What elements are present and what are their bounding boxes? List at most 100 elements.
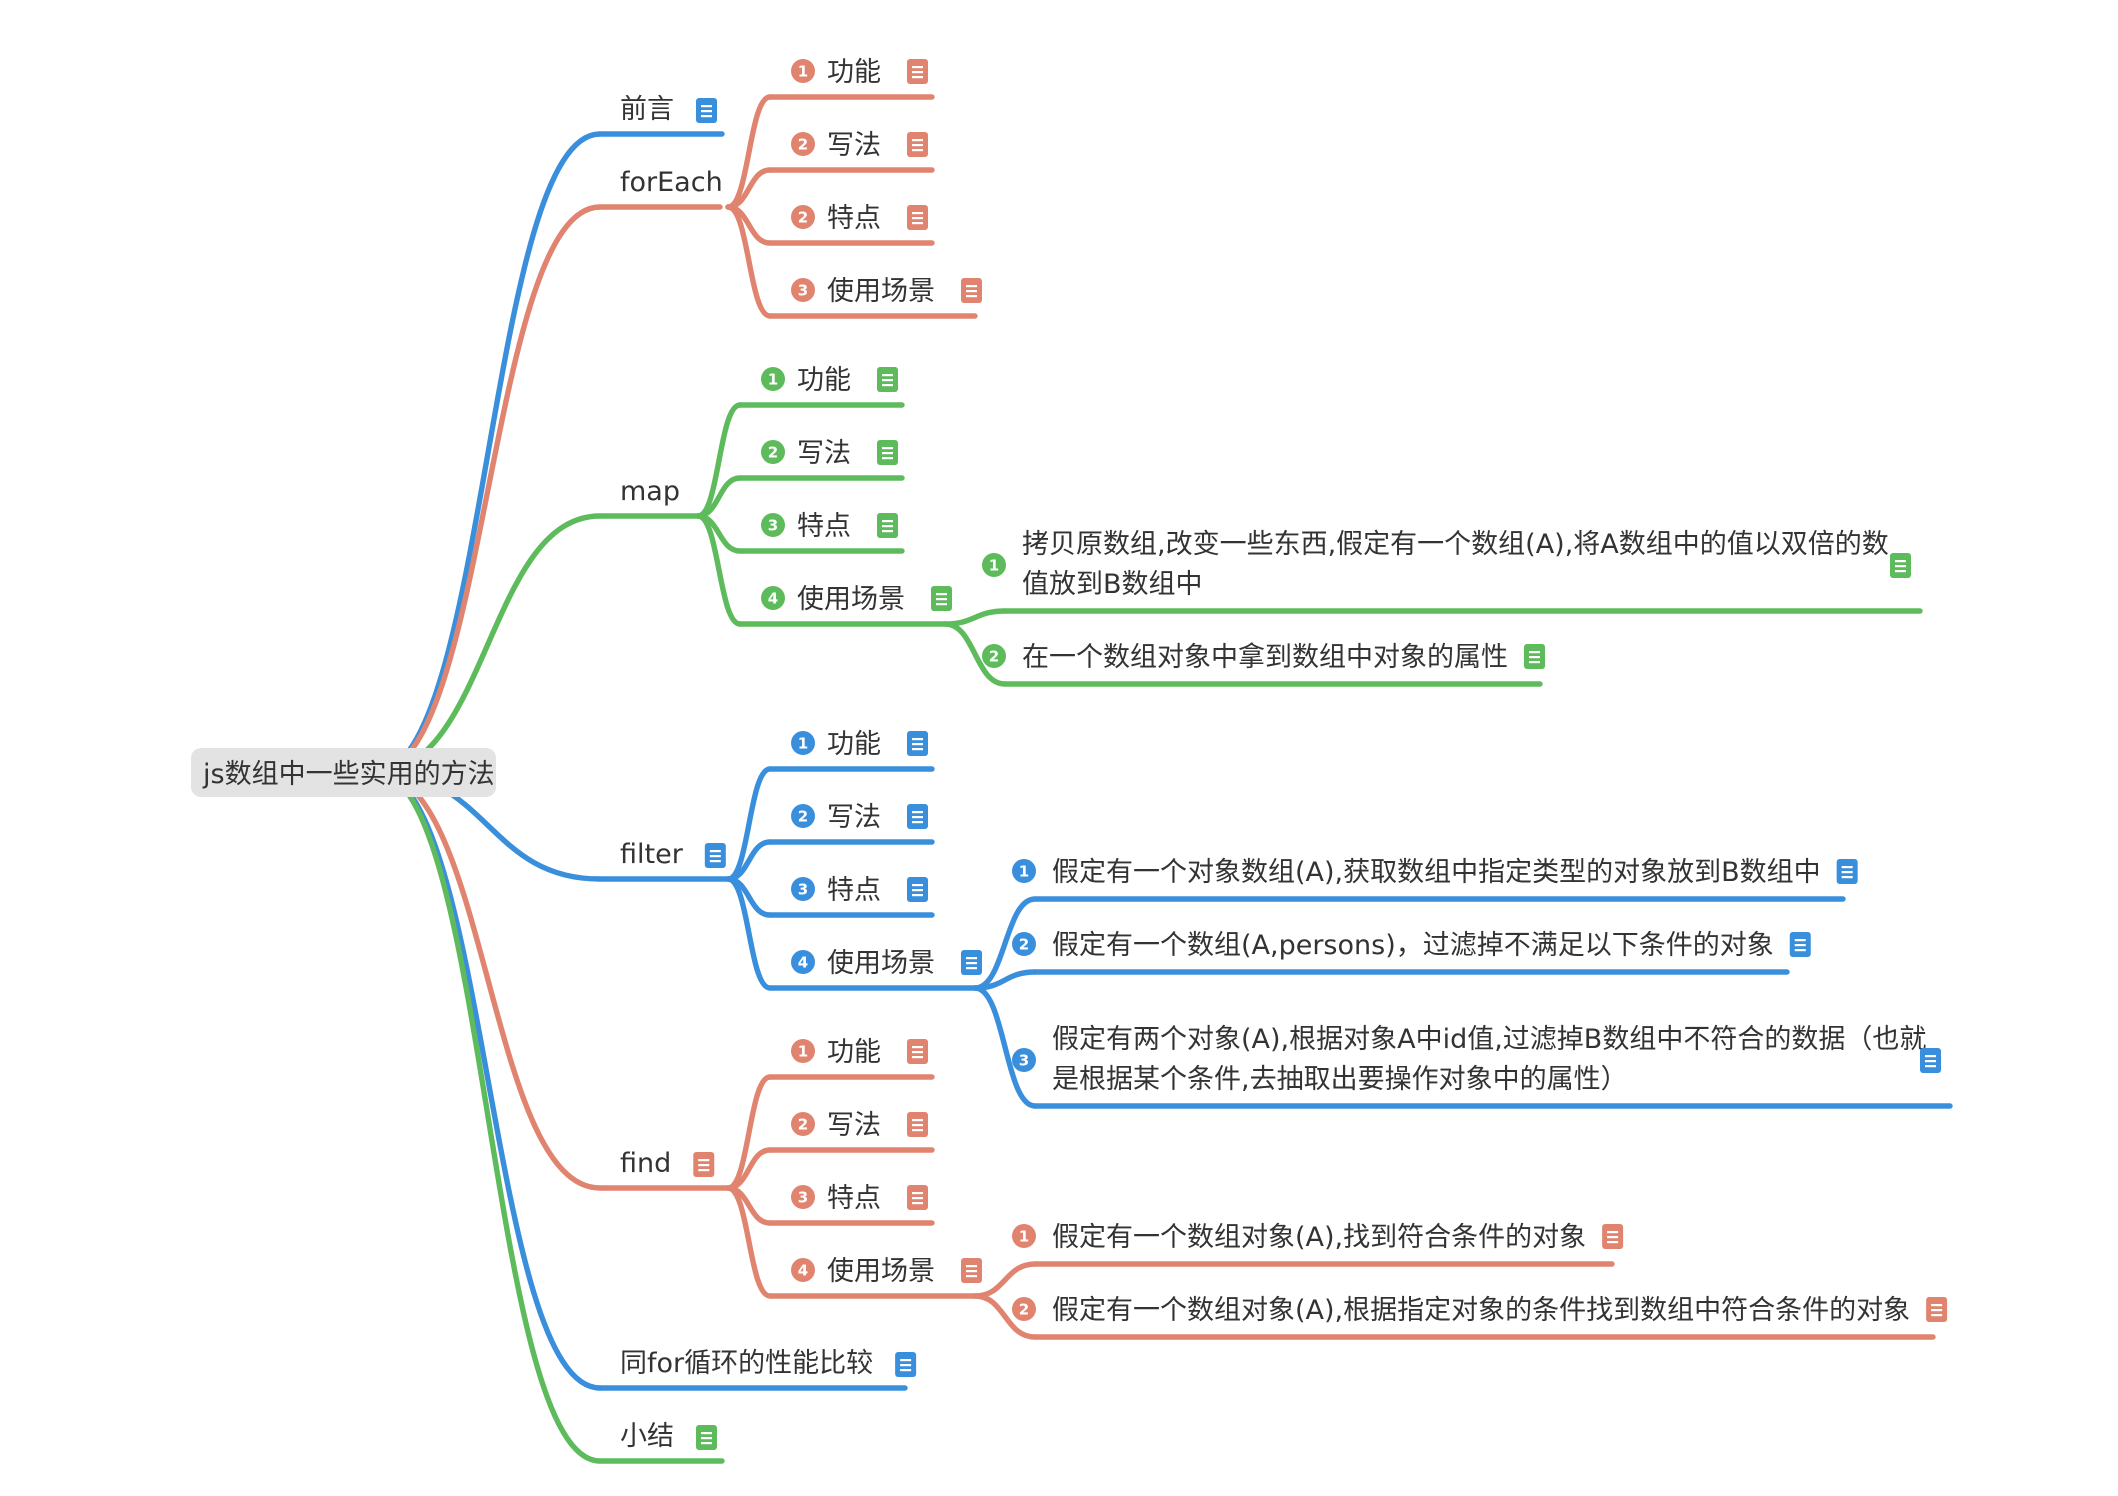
- svg-text:3: 3: [798, 282, 808, 300]
- svg-text:4: 4: [768, 590, 778, 608]
- scenario-filter-2[interactable]: 3假定有两个对象(A),根据对象A中id值,过滤掉B数组中不符合的数据（也就是根…: [1012, 1024, 1941, 1095]
- number-badge: 4: [791, 950, 815, 974]
- note-icon[interactable]: [961, 278, 982, 303]
- child-map-2[interactable]: 3 特点: [761, 511, 898, 542]
- branch-link-foreach: [373, 204, 603, 775]
- branch-preface[interactable]: 前言: [620, 94, 717, 125]
- number-badge: 3: [791, 278, 815, 302]
- svg-text:2: 2: [798, 136, 808, 154]
- note-icon[interactable]: [693, 1152, 715, 1177]
- note-icon[interactable]: [1926, 1297, 1948, 1322]
- note-icon[interactable]: [877, 513, 898, 538]
- svg-text:4: 4: [798, 954, 808, 972]
- note-icon[interactable]: [877, 367, 898, 392]
- note-icon[interactable]: [1920, 1048, 1941, 1073]
- svg-text:2: 2: [989, 648, 999, 666]
- svg-text:2: 2: [768, 444, 778, 462]
- note-icon[interactable]: [1789, 932, 1811, 957]
- root-label: js数组中一些实用的方法: [202, 759, 495, 790]
- scenario-link-find-1: [972, 1293, 1038, 1340]
- note-icon[interactable]: [907, 1112, 928, 1137]
- number-badge: 3: [761, 513, 785, 537]
- scenario-text-map-0-1: 值放到B数组中: [1022, 569, 1203, 600]
- note-icon[interactable]: [1602, 1224, 1624, 1249]
- child-label-forEach-2: 特点: [827, 203, 881, 234]
- scenario-text-filter-2-0: 假定有两个对象(A),根据对象A中id值,过滤掉B数组中不符合的数据（也就: [1052, 1024, 1926, 1055]
- number-badge: 4: [761, 586, 785, 610]
- note-icon[interactable]: [1836, 859, 1858, 884]
- branch-map[interactable]: map: [620, 476, 680, 507]
- child-label-find-3: 使用场景: [827, 1256, 935, 1287]
- note-icon[interactable]: [961, 950, 982, 975]
- note-icon[interactable]: [907, 804, 928, 829]
- branch-perf[interactable]: 同for循环的性能比较: [620, 1348, 917, 1379]
- number-badge: 1: [1012, 859, 1036, 883]
- scenario-map-1[interactable]: 2 在一个数组对象中拿到数组中对象的属性: [982, 642, 1545, 673]
- svg-text:1: 1: [1019, 863, 1029, 881]
- scenario-map-0[interactable]: 1拷贝原数组,改变一些东西,假定有一个数组(A),将A数组中的值以双倍的数值放到…: [982, 529, 1911, 600]
- note-icon[interactable]: [877, 440, 898, 465]
- branch-foreach[interactable]: forEach: [620, 167, 723, 198]
- scenario-text-map-1-0: 在一个数组对象中拿到数组中对象的属性: [1022, 642, 1508, 673]
- child-link-map-0: [695, 402, 743, 519]
- number-badge: 1: [761, 367, 785, 391]
- child-label-map-1: 写法: [797, 438, 851, 469]
- child-forEach-1[interactable]: 2 写法: [791, 130, 928, 161]
- note-icon[interactable]: [907, 877, 928, 902]
- child-link-filter-0: [725, 766, 773, 882]
- branch-filter[interactable]: filter: [620, 839, 726, 870]
- note-icon[interactable]: [1890, 553, 1911, 578]
- svg-text:1: 1: [798, 735, 808, 753]
- scenario-link-filter-1: [972, 969, 1038, 991]
- child-label-forEach-1: 写法: [827, 130, 881, 161]
- note-icon[interactable]: [907, 1185, 928, 1210]
- child-label-find-2: 特点: [827, 1183, 881, 1214]
- scenario-link-map-1: [942, 621, 1008, 687]
- branch-find[interactable]: find: [620, 1148, 715, 1179]
- child-map-1[interactable]: 2 写法: [761, 438, 898, 469]
- note-icon[interactable]: [907, 59, 928, 84]
- note-icon[interactable]: [696, 1425, 717, 1450]
- child-forEach-2[interactable]: 2 特点: [791, 203, 928, 234]
- note-icon[interactable]: [907, 132, 928, 157]
- note-icon[interactable]: [907, 1039, 928, 1064]
- note-icon[interactable]: [895, 1352, 917, 1377]
- note-icon[interactable]: [961, 1258, 982, 1283]
- branch-summary[interactable]: 小结: [620, 1421, 717, 1452]
- branch-label-map: map: [620, 476, 680, 507]
- child-label-map-2: 特点: [797, 511, 851, 542]
- svg-text:2: 2: [798, 209, 808, 227]
- note-icon[interactable]: [907, 205, 928, 230]
- svg-text:3: 3: [1019, 1052, 1029, 1070]
- branch-link-map: [373, 513, 603, 775]
- child-label-filter-1: 写法: [827, 802, 881, 833]
- note-icon[interactable]: [696, 98, 717, 123]
- note-icon[interactable]: [1524, 644, 1545, 669]
- number-badge: 1: [982, 553, 1006, 577]
- note-icon[interactable]: [931, 586, 952, 611]
- branch-label-filter: filter: [620, 839, 684, 870]
- branch-label-foreach: forEach: [620, 167, 723, 198]
- svg-text:2: 2: [798, 1116, 808, 1134]
- root-node[interactable]: js数组中一些实用的方法: [191, 748, 496, 797]
- branch-label-preface: 前言: [620, 94, 674, 125]
- note-icon[interactable]: [907, 731, 928, 756]
- note-icon[interactable]: [704, 843, 726, 868]
- number-badge: 2: [1012, 932, 1036, 956]
